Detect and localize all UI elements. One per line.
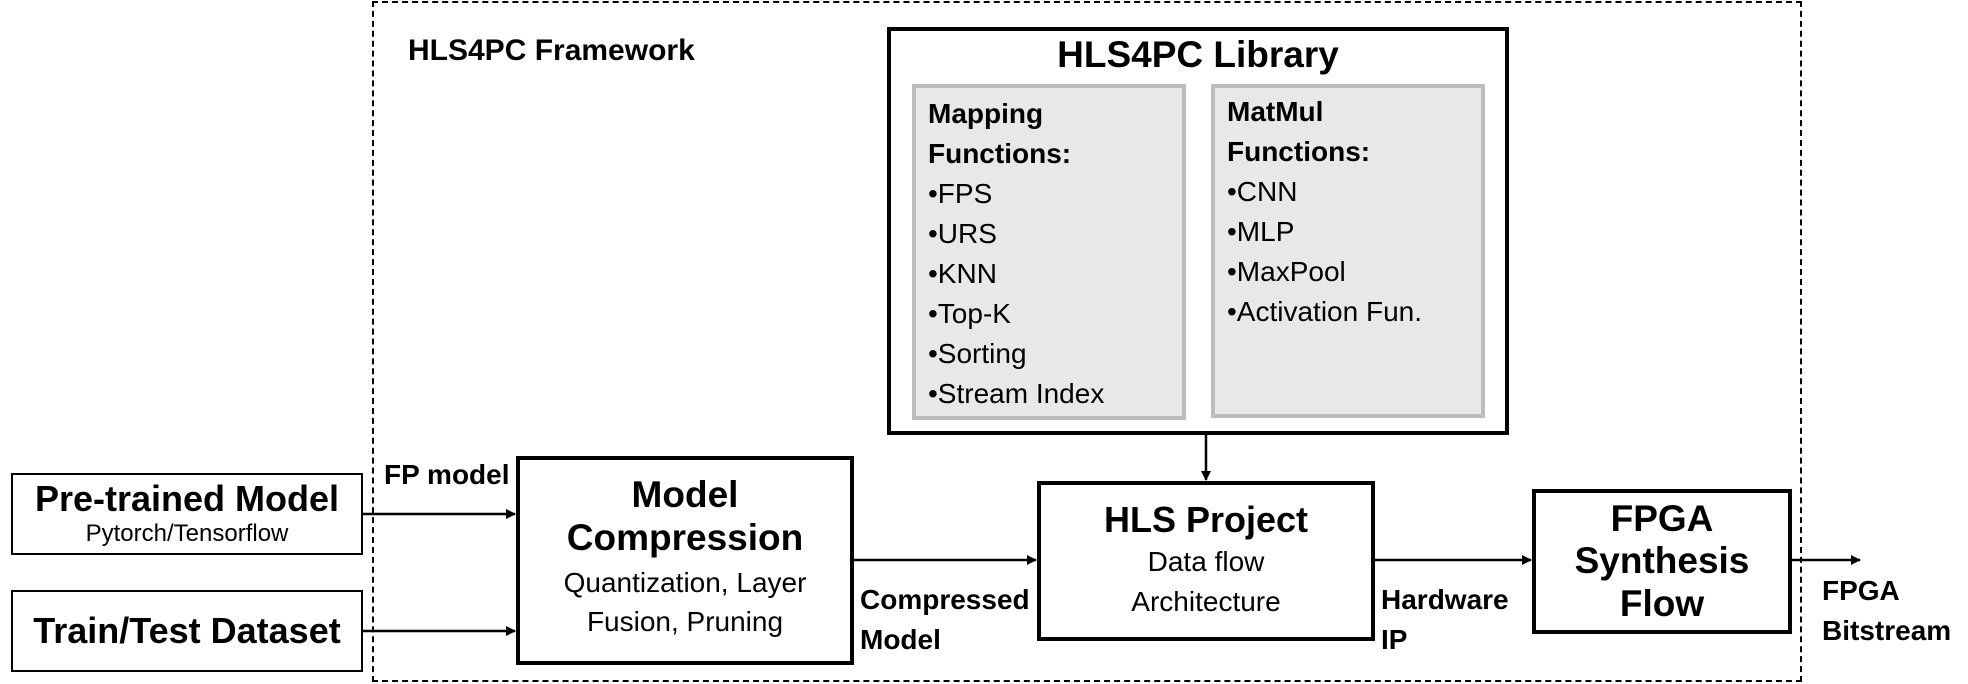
dataset-title: Train/Test Dataset — [33, 610, 341, 652]
pretrained-model-title: Pre-trained Model — [34, 478, 340, 519]
mapping-heading-line2: Functions: — [928, 138, 1072, 169]
pretrained-model-box: Pre-trained Model Pytorch/Tensorflow — [11, 473, 363, 555]
compression-sub-line2: Fusion, Pruning — [586, 606, 784, 638]
compressed-model-label: Compressed Model — [860, 580, 1030, 660]
fpga-flow-line3: Flow — [1619, 582, 1705, 624]
bitstream-label-line2: Bitstream — [1822, 615, 1952, 646]
matmul-functions-box: MatMul Functions: •CNN •MLP •MaxPool •Ac… — [1211, 84, 1485, 418]
compression-title-line1: Model — [631, 474, 739, 515]
hardware-label-line1: Hardware — [1381, 584, 1509, 615]
pretrained-model-subtitle: Pytorch/Tensorflow — [85, 520, 289, 548]
hardware-label-line2: IP — [1381, 624, 1408, 655]
framework-boundary — [372, 1, 1802, 682]
mapping-item: •Top-K — [928, 298, 1011, 329]
fpga-flow-line1: FPGA — [1610, 497, 1714, 539]
compression-sub-line1: Quantization, Layer — [563, 567, 807, 599]
hls-project-box: HLS Project Data flow Architecture — [1037, 481, 1375, 641]
bitstream-label-line1: FPGA — [1822, 575, 1900, 606]
matmul-item: •MaxPool — [1227, 256, 1346, 287]
matmul-heading-line2: Functions: — [1227, 136, 1371, 167]
fpga-synthesis-box: FPGA Synthesis Flow — [1532, 489, 1792, 634]
fp-model-label: FP model — [384, 459, 510, 490]
matmul-item: •CNN — [1227, 176, 1298, 207]
mapping-item: •KNN — [928, 258, 997, 289]
hls-project-title: HLS Project — [1103, 499, 1309, 540]
hls-project-sub-line1: Data flow — [1147, 546, 1265, 578]
library-title: HLS4PC Library — [1057, 34, 1339, 75]
hardware-ip-label: Hardware IP — [1381, 580, 1509, 660]
mapping-item: •URS — [928, 218, 997, 249]
matmul-item: •Activation Fun. — [1227, 296, 1423, 327]
hls-project-sub-line2: Architecture — [1131, 585, 1281, 617]
matmul-heading-line1: MatMul — [1227, 96, 1324, 127]
compressed-label-line2: Model — [860, 624, 941, 655]
mapping-item: •Sorting — [928, 338, 1027, 369]
mapping-functions-box: Mapping Functions: •FPS •URS •KNN •Top-K… — [912, 84, 1186, 420]
mapping-heading-line1: Mapping — [928, 98, 1044, 129]
fpga-bitstream-label: FPGA Bitstream — [1822, 571, 1951, 651]
mapping-item: •Stream Index — [928, 378, 1105, 409]
fpga-flow-line2: Synthesis — [1574, 540, 1750, 582]
matmul-item: •MLP — [1227, 216, 1295, 247]
dataset-box: Train/Test Dataset — [11, 590, 363, 672]
compressed-label-line1: Compressed — [860, 584, 1030, 615]
compression-title-line2: Compression — [566, 516, 804, 558]
framework-title: HLS4PC Framework — [408, 34, 695, 67]
mapping-item: •FPS — [928, 178, 993, 209]
model-compression-box: Model Compression Quantization, Layer Fu… — [516, 456, 854, 665]
